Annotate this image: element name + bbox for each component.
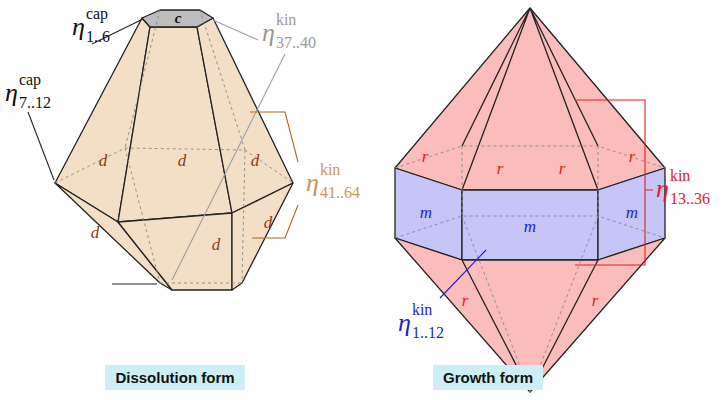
leader-lines	[28, 19, 653, 298]
face-letter: r	[629, 148, 636, 165]
subscript-label: 37..40	[276, 35, 316, 51]
eta-symbol: η	[656, 176, 669, 202]
growth-polyhedron	[395, 8, 665, 392]
superscript-label: cap	[19, 72, 41, 88]
eta-symbol: η	[306, 170, 319, 196]
superscript-label: kin	[276, 12, 296, 28]
subscript-label: 13..36	[670, 191, 710, 207]
caption-text: Growth form	[443, 369, 533, 386]
eta-symbol: η	[5, 80, 18, 106]
face-letter: r	[422, 148, 429, 165]
face-letter: r	[559, 160, 566, 177]
caption-box: Growth form	[433, 365, 543, 390]
face-letter: r	[462, 292, 469, 309]
eta-symbol: η	[398, 310, 411, 336]
hidden-edges	[395, 146, 665, 392]
face-letter: r	[592, 292, 599, 309]
subscript-label: 7..12	[19, 95, 51, 111]
face-letter: m	[524, 218, 536, 235]
face-letter: d	[212, 236, 221, 253]
superscript-label: cap	[86, 6, 108, 22]
hidden-edges	[55, 10, 293, 283]
face-letter: m	[626, 204, 638, 221]
eta-symbol: η	[72, 14, 85, 40]
subscript-label: 1..12	[412, 325, 444, 341]
face-letter: c	[175, 11, 182, 26]
superscript-label: kin	[320, 162, 340, 178]
caption-box: Dissolution form	[105, 365, 244, 390]
face-letter: d	[251, 152, 260, 169]
subscript-label: 1..6	[86, 29, 110, 45]
face-letter: d	[99, 152, 108, 169]
subscript-label: 41..64	[320, 185, 360, 201]
dissolution-polyhedron	[55, 10, 293, 290]
face-letter: d	[178, 152, 187, 169]
face-letter: d	[91, 224, 100, 241]
face-letter: d	[264, 214, 273, 231]
superscript-label: kin	[670, 168, 690, 184]
superscript-label: kin	[412, 302, 432, 318]
face-letter: m	[420, 204, 432, 221]
face-letter: r	[497, 160, 504, 177]
caption-text: Dissolution form	[115, 369, 234, 386]
eta-symbol: η	[262, 20, 275, 46]
